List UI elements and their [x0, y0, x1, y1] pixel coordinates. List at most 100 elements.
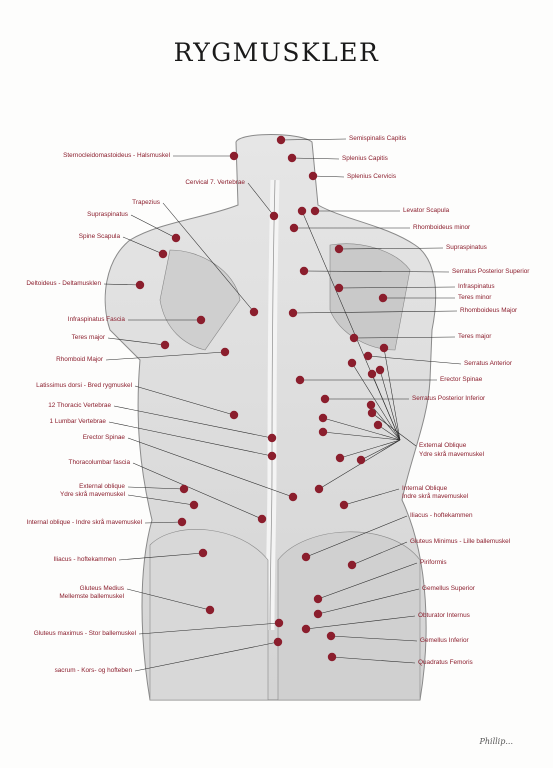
- right-label: Teres major: [458, 333, 492, 340]
- leader-line: [127, 437, 294, 498]
- right-label: Teres minor: [458, 294, 492, 301]
- left-label: Spine Scapula: [78, 233, 120, 240]
- right-label: Piriformis: [420, 559, 447, 566]
- right-label: Rhomboideus Major: [460, 307, 518, 314]
- right-label: Ydre skrå mavemuskel: [419, 451, 484, 458]
- leader-line: [338, 247, 444, 250]
- extra-marker: [314, 484, 324, 494]
- leader-line: [317, 588, 420, 615]
- left-marker: [257, 514, 267, 524]
- extra-marker: [379, 343, 389, 353]
- left-marker: [179, 484, 189, 494]
- right-marker: [308, 171, 318, 181]
- leader-line: [127, 494, 195, 506]
- left-label: sacrum - Kors- og hofteben: [54, 667, 132, 674]
- left-label: Internal oblique - Indre skrå mavemuskel: [26, 519, 142, 526]
- leader-line: [383, 347, 401, 441]
- leader-line: [305, 615, 416, 630]
- right-label: Splenius Cervicis: [347, 173, 397, 180]
- left-label: Latissimus dorsi - Bred rygmuskel: [36, 382, 132, 389]
- right-marker: [295, 375, 305, 385]
- right-label: External Oblique: [419, 442, 467, 449]
- left-marker: [229, 151, 239, 161]
- left-marker: [158, 249, 168, 259]
- extra-marker: [367, 369, 377, 379]
- left-marker: [267, 451, 277, 461]
- left-marker: [267, 433, 277, 443]
- right-marker: [301, 552, 311, 562]
- left-scapula: [159, 249, 241, 351]
- left-label: Thoracolumbar fascia: [68, 459, 130, 466]
- right-label: Gemellus Inferior: [420, 637, 469, 644]
- extra-marker: [375, 365, 385, 375]
- right-marker: [339, 500, 349, 510]
- leader-line: [312, 175, 345, 178]
- left-marker: [249, 307, 259, 317]
- left-label: Infraspinatus Fascia: [67, 316, 125, 323]
- leader-line: [353, 336, 456, 339]
- left-label: 12 Thoracic Vertebrae: [48, 402, 111, 409]
- left-marker: [205, 605, 215, 615]
- right-marker: [326, 631, 336, 641]
- right-marker: [363, 351, 373, 361]
- leader-line: [322, 431, 401, 441]
- leader-line: [367, 355, 462, 365]
- extra-marker: [318, 427, 328, 437]
- left-marker: [269, 211, 279, 221]
- extra-marker: [373, 420, 383, 430]
- leader-line: [303, 270, 450, 273]
- leader-line: [377, 424, 401, 441]
- leader-line: [370, 404, 401, 441]
- leader-line: [113, 405, 273, 439]
- right-marker: [320, 394, 330, 404]
- right-label: Serratus Posterior Superior: [452, 268, 530, 275]
- leader-line: [122, 236, 164, 255]
- right-label: Infraspinatus: [458, 283, 495, 290]
- leader-line: [103, 283, 141, 286]
- leader-line: [322, 417, 401, 441]
- left-marker: [160, 340, 170, 350]
- right-marker: [367, 408, 377, 418]
- left-marker: [220, 347, 230, 357]
- right-label: Semispinalis Capitis: [349, 135, 407, 142]
- right-marker: [349, 333, 359, 343]
- right-marker: [289, 223, 299, 233]
- leader-line: [379, 369, 401, 441]
- right-marker: [334, 283, 344, 293]
- extra-marker: [318, 413, 328, 423]
- right-marker: [313, 609, 323, 619]
- artist-signature: Phillip...: [479, 737, 513, 746]
- left-marker: [177, 517, 187, 527]
- right-label: Iliacus - hoftekammen: [410, 512, 473, 519]
- left-label: Mellemste ballemuskel: [59, 593, 124, 600]
- left-label: Gluteus Medius: [79, 585, 124, 592]
- left-marker: [198, 548, 208, 558]
- leader-line: [162, 202, 255, 313]
- left-label: Supraspinatus: [87, 211, 128, 218]
- leader-line: [317, 562, 418, 600]
- right-marker: [301, 624, 311, 634]
- left-marker: [135, 280, 145, 290]
- right-marker: [334, 244, 344, 254]
- left-label: Teres major: [71, 334, 105, 341]
- leader-line: [292, 310, 458, 314]
- left-marker: [229, 410, 239, 420]
- left-marker: [196, 315, 206, 325]
- leader-line: [338, 286, 456, 289]
- left-label: Ydre skrå mavemuskel: [60, 491, 125, 498]
- leader-line: [130, 214, 177, 239]
- leader-line: [105, 351, 226, 361]
- right-label: Erector Spinae: [440, 376, 483, 383]
- extra-marker: [347, 358, 357, 368]
- right-marker: [327, 652, 337, 662]
- right-label: Gemellus Superior: [422, 585, 475, 592]
- right-label: Gluteus Minimus - Lille ballemuskel: [410, 538, 511, 545]
- leader-line: [331, 656, 416, 664]
- right-marker: [347, 560, 357, 570]
- leader-line: [351, 541, 408, 566]
- leader-line: [138, 622, 280, 635]
- left-marker: [171, 233, 181, 243]
- leader-line: [339, 439, 401, 459]
- right-label: Splenius Capitis: [342, 155, 388, 162]
